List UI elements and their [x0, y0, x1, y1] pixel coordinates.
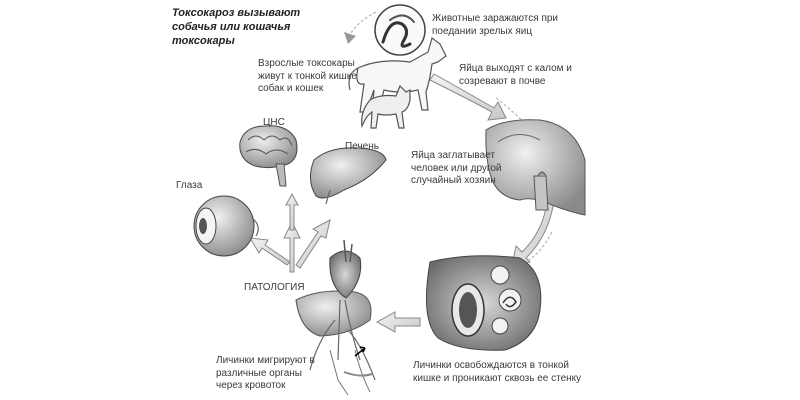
label-eggs-swallowed: Яйца заглатывает человек или другой случ… — [411, 150, 502, 186]
pathology-arrows — [249, 192, 331, 273]
intestine-cross-section — [425, 255, 542, 351]
roundworm-icon — [374, 4, 426, 56]
label-eyes: Глаза — [176, 180, 203, 191]
cycle-arrow-dashed-right — [495, 97, 556, 263]
cycle-arrow-animals-to-soil — [429, 73, 507, 121]
label-cns: ЦНС — [263, 117, 285, 128]
cat-icon — [361, 84, 411, 129]
label-animals-infected: Животные заражаются при поедании зрелых … — [432, 13, 559, 37]
label-pathology: ПАТОЛОГИЯ — [244, 282, 305, 293]
label-adult-toxocara: Взрослые токсокары живут к тонкой кишке … — [258, 58, 357, 94]
dog-icon — [348, 36, 447, 113]
eye-icon — [193, 195, 259, 257]
cycle-arrow-intestine-to-blood — [375, 311, 421, 333]
heart-liver-vessels-illustration — [295, 239, 376, 396]
label-eggs-out: Яйца выходят с калом и созревают в почве — [459, 63, 572, 87]
brain-icon — [239, 125, 298, 187]
hand-mouth-illustration — [485, 119, 586, 216]
label-liver: Печень — [345, 141, 379, 152]
label-larvae-migrate: Личинки мигрируют в различные органы чер… — [216, 355, 315, 391]
diagram-title: Токсокароз вызывают собачья или кошачья … — [172, 7, 301, 47]
cycle-arrow-top-left — [344, 11, 377, 44]
liver-icon — [310, 147, 387, 205]
label-larvae-release: Личинки освобождаются в тонкой кишке и п… — [413, 360, 582, 384]
